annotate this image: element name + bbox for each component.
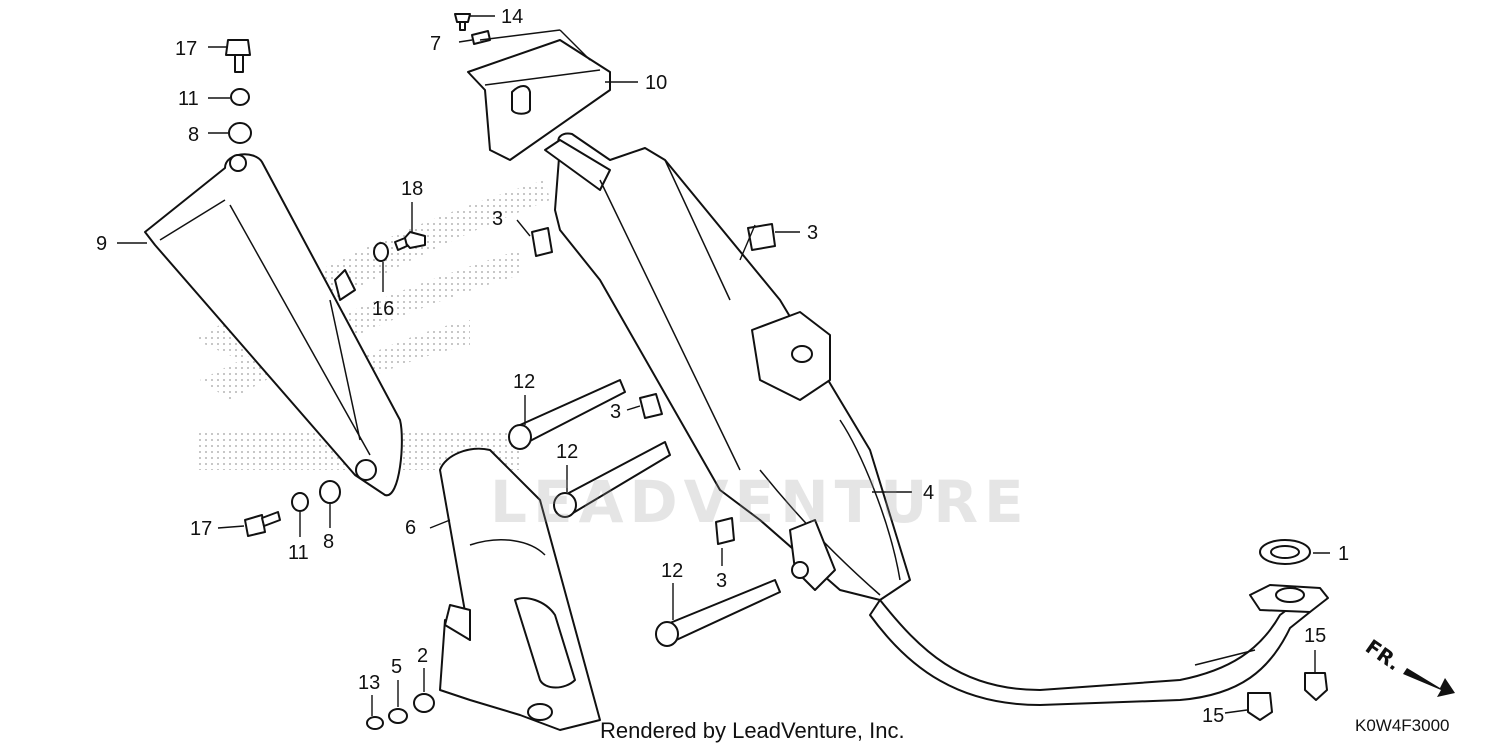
- callout-17-bottom: 17: [190, 518, 212, 540]
- callout-12-c: 12: [661, 560, 683, 582]
- watermark-text: LEADVENTURE: [490, 468, 1030, 536]
- callout-14: 14: [501, 6, 523, 28]
- callout-2: 2: [417, 645, 428, 667]
- clip-part-3-c[interactable]: [639, 393, 663, 419]
- callout-1: 1: [1338, 543, 1349, 565]
- bolt-part-17-top[interactable]: [225, 39, 251, 73]
- bolt-part-12-c[interactable]: [655, 579, 781, 647]
- bolt-part-18[interactable]: [394, 231, 426, 251]
- callout-13: 13: [358, 672, 380, 694]
- screw-part-13[interactable]: [366, 716, 384, 730]
- rendered-by-caption: Rendered by LeadVenture, Inc.: [600, 718, 905, 743]
- callout-12-a: 12: [513, 371, 535, 393]
- clip-part-3-d[interactable]: [715, 517, 735, 545]
- heat-protector-part-6[interactable]: [439, 447, 601, 731]
- grommet-part-8-top[interactable]: [228, 122, 252, 144]
- callout-7: 7: [430, 33, 441, 55]
- clip-part-3-a[interactable]: [531, 227, 553, 257]
- callout-17-top: 17: [175, 38, 197, 60]
- callout-3-a: 3: [492, 208, 503, 230]
- spring-part-7[interactable]: [471, 30, 491, 45]
- front-indicator: FR.: [1361, 634, 1455, 697]
- callout-3-d: 3: [716, 570, 727, 592]
- washer-part-16[interactable]: [373, 242, 389, 262]
- washer-part-5[interactable]: [388, 708, 408, 724]
- front-label: FR.: [1361, 634, 1405, 675]
- bolt-part-12-b[interactable]: [553, 441, 671, 518]
- callout-8-bottom: 8: [323, 531, 334, 553]
- callout-16: 16: [372, 298, 394, 320]
- muffler-part-4[interactable]: [544, 132, 911, 601]
- gasket-part-1[interactable]: [1259, 539, 1311, 565]
- callout-4: 4: [923, 482, 934, 504]
- callout-9: 9: [96, 233, 107, 255]
- screw-part-14[interactable]: [454, 13, 471, 31]
- arrow-down-right-icon: [1403, 668, 1455, 697]
- nut-part-15-left[interactable]: [1247, 692, 1273, 721]
- callout-3-c: 3: [610, 401, 621, 423]
- nut-part-15-right[interactable]: [1304, 672, 1328, 701]
- callout-15-right: 15: [1304, 625, 1326, 647]
- grommet-part-8-bottom[interactable]: [319, 480, 341, 504]
- callout-18: 18: [401, 178, 423, 200]
- bolt-part-12-a[interactable]: [508, 379, 626, 450]
- clip-part-3-b[interactable]: [747, 223, 776, 251]
- bolt-part-17-bottom[interactable]: [244, 511, 281, 537]
- grommet-part-2[interactable]: [413, 693, 435, 713]
- collar-part-11-bottom[interactable]: [291, 492, 309, 512]
- callout-5: 5: [391, 656, 402, 678]
- callout-12-b: 12: [556, 441, 578, 463]
- collar-part-11-top[interactable]: [230, 88, 250, 106]
- drawing-code: K0W4F3000: [1355, 716, 1450, 735]
- callout-15-left: 15: [1202, 705, 1224, 727]
- callout-11-top: 11: [178, 88, 199, 110]
- callout-labels: 1 2 3 3 3 3 4 5 6 7 8 8 9 10 11 11 12 12…: [96, 6, 1349, 727]
- callout-3-b: 3: [807, 222, 818, 244]
- callout-11-bottom: 11: [288, 542, 309, 564]
- top-cover-part-10[interactable]: [467, 39, 611, 161]
- callout-6: 6: [405, 517, 416, 539]
- callout-10: 10: [645, 72, 667, 94]
- leader-lines: [117, 15, 1330, 716]
- exhaust-pipe[interactable]: [869, 584, 1329, 706]
- callout-8-top: 8: [188, 124, 199, 146]
- rear-shield-part-9[interactable]: [144, 153, 403, 497]
